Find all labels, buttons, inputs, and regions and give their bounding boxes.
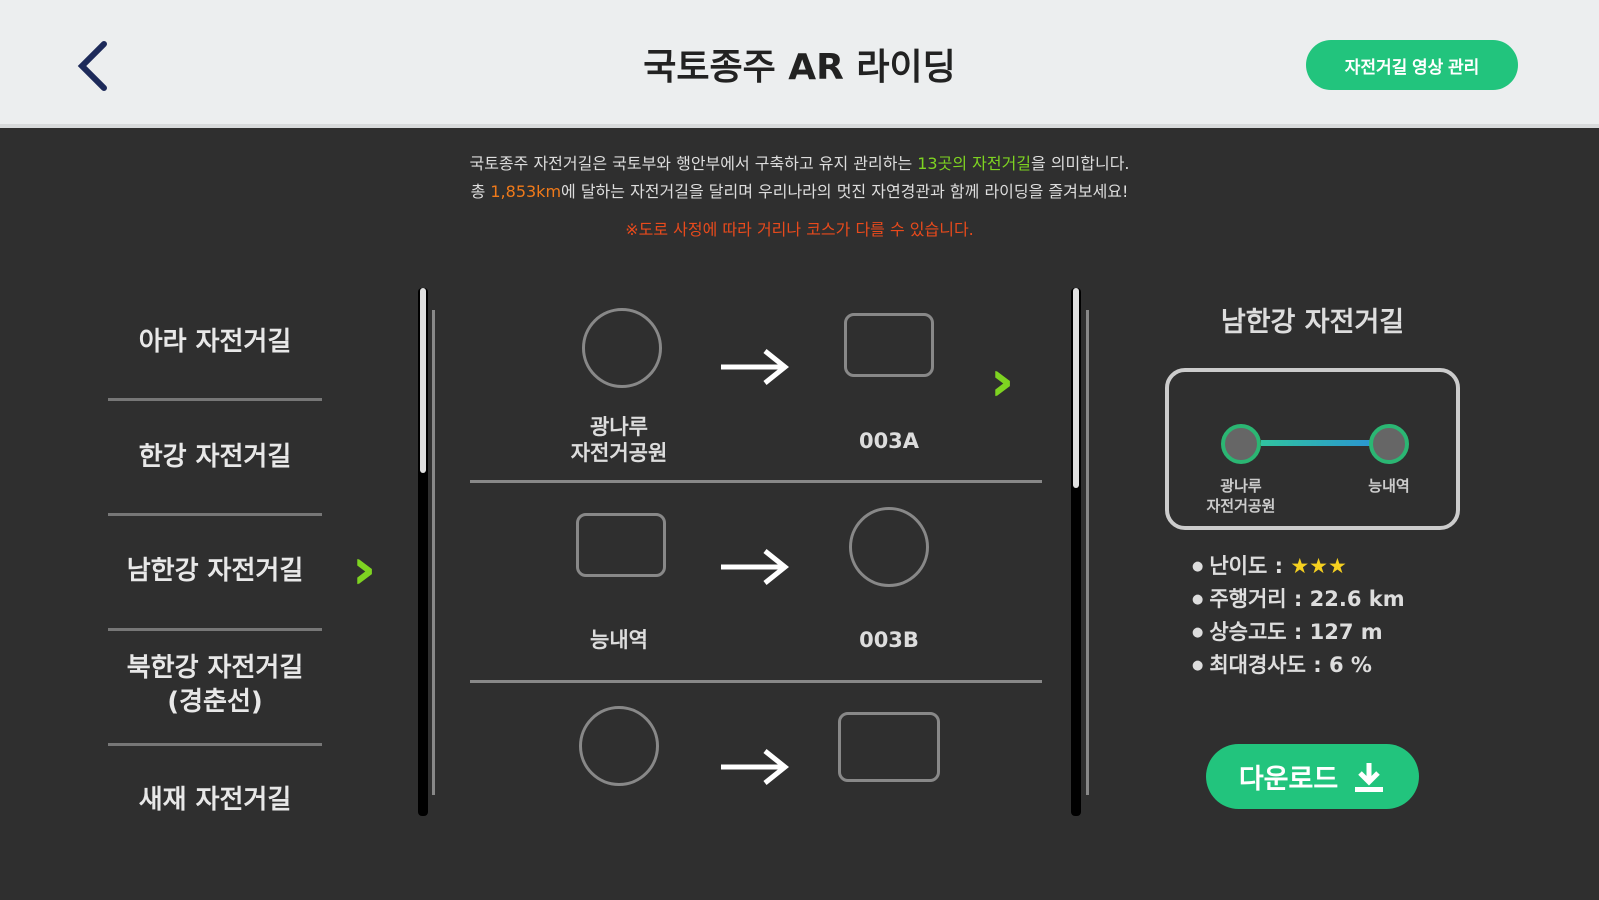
label: 주행거리 :	[1209, 587, 1303, 611]
scroll-track	[432, 310, 435, 795]
arrow-right-icon	[721, 749, 789, 785]
intro-text: 총	[470, 182, 491, 201]
start-node-icon	[1221, 424, 1261, 464]
trail-item[interactable]: 한강 자전거길	[138, 442, 292, 472]
value: 22.6 km	[1309, 587, 1405, 611]
chevron-right-icon: ››	[352, 537, 378, 602]
highlight-count: 13곳의 자전거길	[917, 154, 1032, 173]
end-node-icon	[1369, 424, 1409, 464]
distance-row: 주행거리 : 22.6 km	[1192, 583, 1405, 616]
highlight-distance: 1,853km	[490, 182, 562, 201]
route-from: 광나루 자전거공원	[570, 415, 668, 465]
trail-item[interactable]: 북한강 자전거길 (경춘선)	[126, 653, 304, 717]
end-label: 능내역	[1368, 477, 1410, 495]
divider	[470, 480, 1042, 483]
video-manage-button[interactable]: 자전거길 영상 관리	[1306, 40, 1518, 90]
chevron-right-icon: ››	[990, 349, 1016, 414]
value: 6 %	[1328, 653, 1372, 677]
label: 상승고도 :	[1209, 620, 1303, 644]
route-map: 광나루 자전거공원 능내역	[1165, 368, 1460, 530]
header: 국토종주 AR 라이딩 자전거길 영상 관리	[0, 0, 1599, 128]
scrollbar-thumb[interactable]	[1073, 288, 1079, 488]
download-icon	[1355, 762, 1384, 792]
download-button[interactable]: 다운로드	[1206, 744, 1419, 809]
intro-text: 국토종주 자전거길은 국토부와 행안부에서 구축하고 유지 관리하는 13곳의 …	[0, 150, 1599, 206]
download-label: 다운로드	[1238, 764, 1339, 794]
stamp-icon	[576, 513, 666, 577]
label: 최대경사도 :	[1209, 653, 1322, 677]
label: 난이도 :	[1209, 554, 1284, 578]
route-line	[1261, 440, 1389, 446]
route-to: 003A	[858, 429, 920, 453]
arrow-right-icon	[721, 549, 789, 585]
stamp-icon	[579, 706, 659, 786]
divider	[470, 680, 1042, 683]
left-scrollbar[interactable]	[418, 288, 428, 816]
warning-text: ※도로 사정에 따라 거리나 코스가 다를 수 있습니다.	[625, 220, 974, 239]
intro-text: 국토종주 자전거길은 국토부와 행안부에서 구축하고 유지 관리하는	[469, 154, 918, 173]
elevation-row: 상승고도 : 127 m	[1192, 616, 1405, 649]
divider	[108, 513, 322, 516]
star-icons: ★★★	[1290, 554, 1347, 578]
trail-item[interactable]: 새재 자전거길	[138, 785, 292, 815]
divider	[108, 628, 322, 631]
scroll-track	[1086, 310, 1089, 795]
route-from: 능내역	[590, 628, 648, 652]
slope-row: 최대경사도 : 6 %	[1192, 649, 1405, 682]
detail-title: 남한강 자전거길	[1220, 307, 1405, 338]
start-label: 광나루 자전거공원	[1206, 477, 1276, 515]
right-scrollbar[interactable]	[1071, 288, 1081, 816]
arrow-right-icon	[721, 349, 789, 385]
stamp-icon	[838, 712, 940, 782]
value: 127 m	[1309, 620, 1383, 644]
scrollbar-thumb[interactable]	[420, 288, 426, 473]
intro-text: 을 의미합니다.	[1031, 154, 1130, 173]
intro-text: 에 달하는 자전거길을 달리며 우리나라의 멋진 자연경관과 함께 라이딩을 즐…	[561, 182, 1129, 201]
divider	[108, 743, 322, 746]
stamp-icon	[849, 507, 929, 587]
stamp-icon	[582, 308, 662, 388]
stamp-icon	[844, 313, 934, 377]
divider	[108, 398, 322, 401]
detail-info: 난이도 : ★★★ 주행거리 : 22.6 km 상승고도 : 127 m 최대…	[1192, 550, 1405, 682]
route-to: 003B	[859, 628, 919, 652]
trail-item[interactable]: 아라 자전거길	[138, 327, 292, 357]
back-arrow-icon[interactable]	[70, 36, 120, 96]
difficulty-row: 난이도 : ★★★	[1192, 550, 1405, 583]
trail-item-selected[interactable]: 남한강 자전거길	[126, 556, 304, 586]
page-title: 국토종주 AR 라이딩	[643, 47, 956, 88]
